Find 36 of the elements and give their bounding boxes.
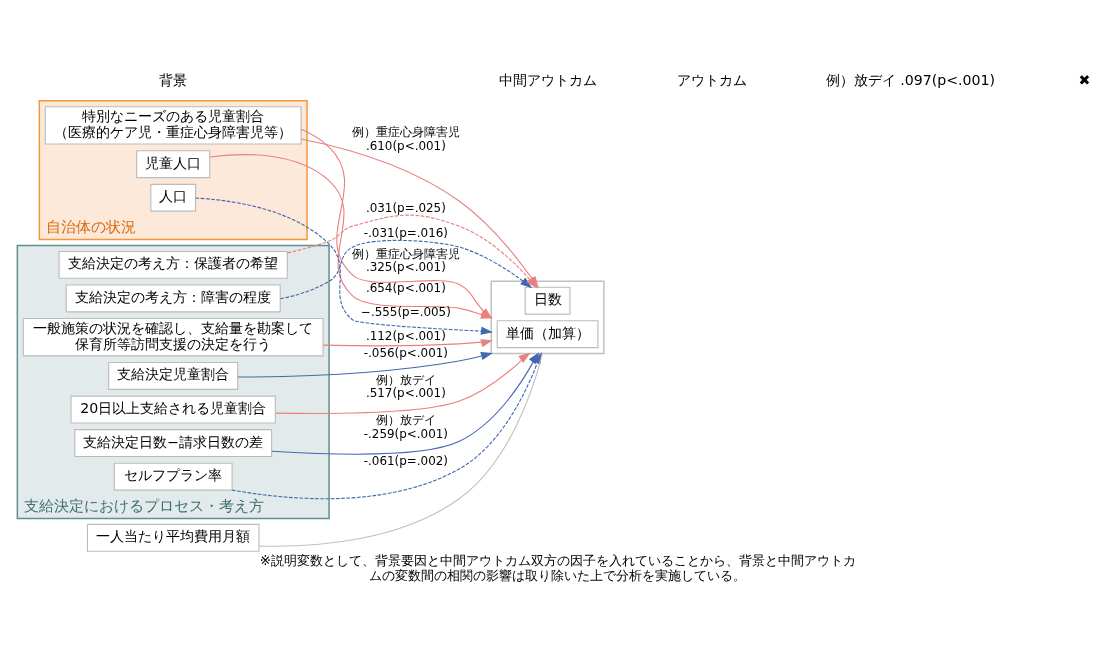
edge-label: 例）重症心身障害児 .610(p<.001) [351,124,460,153]
node-box: 一般施策の状況を確認し、支給量を勘案して保育所等訪問支援の決定を行う [22,317,324,356]
node-box: 支給決定日数−請求日数の差 [74,428,273,457]
edge-label: -.031(p=.016) [363,225,448,240]
node-box: 日数 [524,286,571,315]
edge-label: -.056(p<.001) [363,345,448,360]
node-box: 人口 [150,183,197,212]
node-box: セルフプラン率 [113,462,233,491]
edge-label: −.555(p=.005) [360,304,451,319]
arrow [279,239,533,299]
arrow [237,351,493,378]
node-box: 支給決定の考え方：保護者の希望 [58,250,288,279]
node-box: 単価（加算） [496,319,599,348]
node-box: 支給決定児童割合 [108,361,239,390]
node-box: 20日以上支給される児童割合 [70,395,276,423]
arrow [275,352,531,414]
node-box: 児童人口 [136,149,211,178]
node-box: 特別なニーズのある児童割合 （医療的ケア児・重症心身障害児等） [44,105,302,145]
node-box: 一人当たり平均費用月額 [86,523,260,552]
edge-label: 例）重症心身障害児 .325(p<.001) [351,246,460,274]
caption: ※説明変数として、背景要因と中間アウトカム双方の因子を入れていることから、背景と中間アウトカムの変数間の相関の影響は取り除いた上で分析を実施している。 [259,552,857,583]
edge-label: 例）放デイ .517(p<.001) [365,372,446,400]
node-box: 支給決定の考え方：障害の程度 [65,283,281,312]
arrow [322,338,493,347]
edge-label: 例）放デイ -.259(p<.001) [363,412,448,441]
edge-label: .112(p<.001) [365,328,446,343]
edge-label: .654(p<.001) [365,280,446,295]
label: 例）放デイ .097(p<.001) [825,71,996,88]
label: ✖ [1078,71,1091,88]
edge-label: -.061(p=.002) [363,453,448,468]
label: アウトカム [676,71,747,88]
arrow [271,351,540,455]
label: 中間アウトカム [498,71,597,88]
label: 背景 [159,71,188,88]
edge-label: .031(p=.025) [365,200,446,215]
cluster [490,280,605,354]
